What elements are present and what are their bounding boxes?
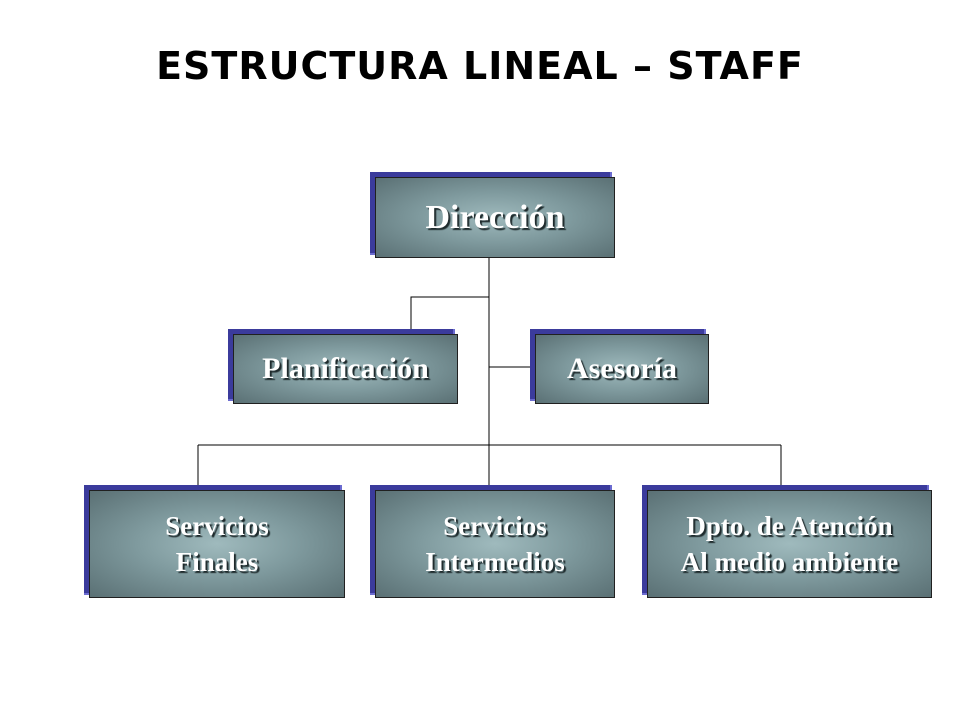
node-planificacion: Planificación: [233, 334, 458, 404]
connector-planificacion: [410, 296, 489, 334]
node-label: Asesoría: [567, 351, 677, 385]
node-label-line-2: Finales: [175, 547, 259, 577]
node-direccion: Dirección: [375, 177, 615, 258]
node-label: Planificación: [262, 351, 429, 385]
node-label-line-1: Servicios: [443, 510, 547, 541]
page-title: ESTRUCTURA LINEAL – STAFF: [156, 44, 804, 88]
node-label-line-2: Intermedios: [425, 547, 565, 577]
node-label: Dirección: [425, 198, 565, 236]
node-label-line-2: Al medio ambiente: [680, 547, 899, 577]
node-dpto-atencion: Dpto. de Atención Al medio ambiente: [647, 490, 932, 598]
node-servicios-finales: Servicios Finales: [89, 490, 345, 598]
node-label-line-1: Servicios: [165, 510, 269, 541]
node-label-line-1: Dpto. de Atención: [686, 510, 893, 541]
node-asesoria: Asesoría: [535, 334, 709, 404]
node-servicios-intermedios: Servicios Intermedios: [375, 490, 615, 598]
